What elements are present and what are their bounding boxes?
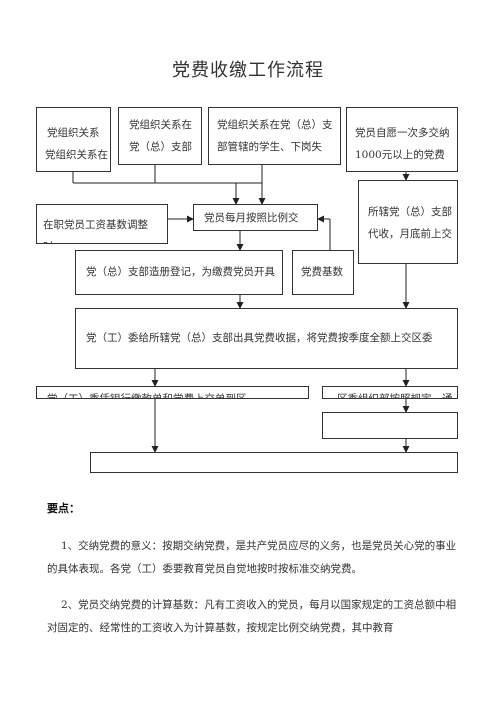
box-collect-by-branch: 所辖党（总）支部 代收，月底前上交 xyxy=(358,180,458,264)
box-text: 党员自愿一次多交纳 xyxy=(355,127,450,139)
box-party-relation-general-branch: 党组织关系在 党（总）支部 xyxy=(118,107,202,165)
box-text: 党（工）委给所辖党（总）支部出具党费收据，将党费按季度全额上交区委 xyxy=(86,332,433,344)
box-text: 部管辖的学生、下岗失 xyxy=(217,141,322,153)
box-register-issue: 党（总）支部造册登记，为缴费党员开具 xyxy=(75,250,283,295)
box-text: 党组织关系在党（总）支 xyxy=(217,119,333,131)
box-monthly-pay: 党员每月按照比例交 xyxy=(193,204,318,231)
box-text: 党员每月按照比例交 xyxy=(204,212,299,224)
box-final-step xyxy=(90,452,458,473)
box-text: 党费基数 xyxy=(301,266,343,278)
box-org-dept-per-rules: 区委组织部按照规定，通过 xyxy=(322,386,458,399)
box-text: 1000元以上的党费 xyxy=(355,149,445,161)
box-dues-base: 党费基数 xyxy=(292,250,354,295)
key-point-2: 2、党员交纳党费的计算基数：凡有工资收入的党员，每月以国家规定的工资总额中相对固… xyxy=(47,599,457,634)
box-text: 党（总）支部 xyxy=(129,141,192,153)
box-issue-receipt-quarterly: 党（工）委给所辖党（总）支部出具党费收据，将党费按季度全额上交区委 xyxy=(75,308,458,369)
box-text: 党（工）委凭银行缴款单和党费上交单到区 xyxy=(47,393,247,399)
box-salary-adjust: 在职党员工资基数调整时， xyxy=(36,204,168,244)
box-text: 党（总）支部造册登记，为缴费党员开具 xyxy=(86,266,275,278)
key-points-heading: 要点： xyxy=(47,502,80,515)
box-voluntary-large-dues: 党员自愿一次多交纳 1000元以上的党费 xyxy=(346,107,458,172)
box-text: 在职党员工资基数调整时， xyxy=(43,219,148,243)
box-text: 区委组织部按照规定，通过 xyxy=(337,393,453,399)
box-students-laid-off: 党组织关系在党（总）支 部管辖的学生、下岗失 xyxy=(208,107,341,165)
key-point-1: 1、交纳党费的意义：按期交纳党费，是共产党员应尽的义务，也是党员关心党的事业的具… xyxy=(47,540,457,575)
box-text: 所辖党（总）支部 xyxy=(368,206,452,218)
page-title: 党费收缴工作流程 xyxy=(172,60,324,81)
box-party-relation-branch: 党组织关系 党组织关系在党（总）支 xyxy=(36,107,111,172)
box-text: 党组织关系在党（总）支 xyxy=(45,149,108,161)
box-next-step xyxy=(322,412,458,439)
box-bank-deposit-slip: 党（工）委凭银行缴款单和党费上交单到区 xyxy=(36,386,309,399)
box-text: 党组织关系在 xyxy=(129,119,192,131)
box-text: 代收，月底前上交 xyxy=(368,228,452,240)
